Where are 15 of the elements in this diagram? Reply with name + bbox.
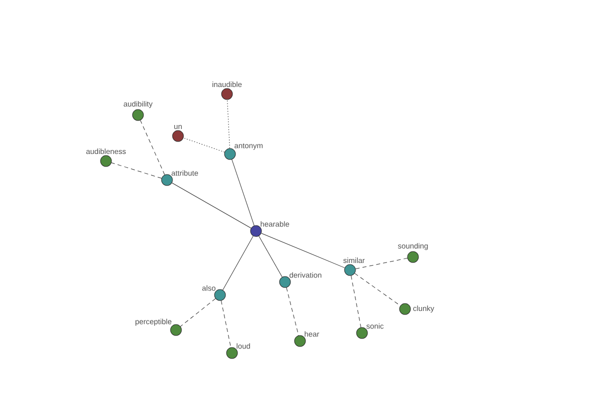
connector-line [220,300,232,348]
connector-line [172,182,252,228]
connector-line [183,138,225,152]
connector-line [286,287,299,336]
connector-line [350,275,362,328]
connector-line [354,273,401,306]
connector-line [261,232,345,268]
connector-line [232,159,254,226]
connector-line [140,120,165,175]
connector-line [227,100,230,149]
connector-line [222,236,254,290]
connector-line [111,162,162,179]
connector-line [258,236,282,278]
connector-line [355,258,408,270]
connector-line [180,298,216,327]
